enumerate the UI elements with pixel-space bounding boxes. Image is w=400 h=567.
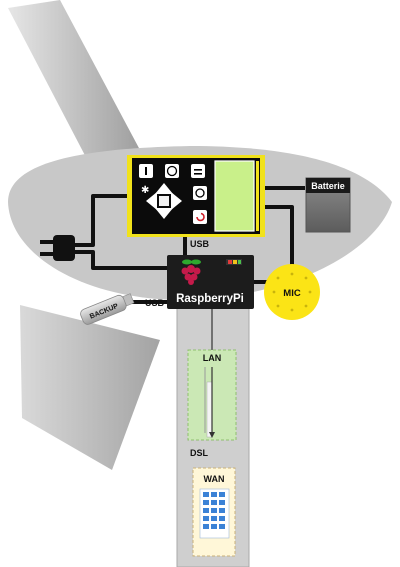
raspberry-logo-icon [181,259,201,285]
lower-rotor-blade [20,305,160,470]
refresh-button-icon [193,210,207,224]
battery-module: Batterie [305,177,351,233]
raspberry-pi-board: RaspberryPi [167,255,254,309]
dpad-icon [146,183,182,219]
dsl-label: DSL [190,448,209,458]
usb-label-top: USB [190,239,210,249]
power-plug-icon [40,235,75,261]
usb-backup-stick: BACKUP [80,293,135,325]
lan-label: LAN [203,353,222,363]
wan-label: WAN [204,474,225,484]
timer-button-icon [193,186,207,200]
lan-module: LAN [187,349,237,441]
wan-module: WAN [192,467,236,557]
raspberry-pi-label: RaspberryPi [176,293,244,305]
usb-label-left: USB [145,298,165,308]
building-icon [199,488,230,539]
mic-label: MIC [283,288,301,299]
svg-text:✱: ✱ [141,185,149,196]
battery-label: Batterie [311,181,345,191]
display-module: ✱ [127,155,265,237]
menu-button-icon [191,164,205,178]
display-screen [214,160,255,232]
microphone-module: MIC [264,264,320,320]
upper-rotor-blade [8,0,140,165]
